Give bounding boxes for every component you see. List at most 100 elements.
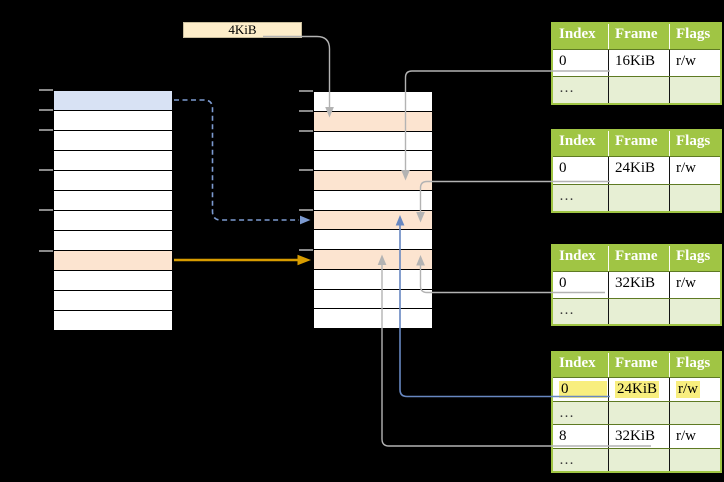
- address-tick: [299, 129, 313, 132]
- physical-frame-row-10: [314, 289, 432, 310]
- pt-cell-value: …: [559, 80, 574, 96]
- address-tick: [39, 249, 53, 252]
- pt-entry-row: …: [553, 400, 720, 424]
- pt-entry-row: 0 24KiB r/w: [553, 377, 720, 401]
- virtual-page-row-7: [54, 231, 172, 251]
- physical-frame-row-0: [314, 92, 432, 112]
- pt-entry-row: …: [553, 297, 720, 325]
- pt-cell: [670, 185, 720, 212]
- pt-header-cell: Index: [553, 131, 609, 156]
- pt-cell-value: r/w: [676, 53, 696, 69]
- pt-cell-value: 0: [559, 275, 567, 291]
- address-tick: [299, 109, 313, 112]
- pt-cell-value: 32KiB: [615, 428, 656, 444]
- pt-cell-value: 0: [559, 53, 567, 69]
- virtual-page-row-1: [54, 111, 172, 131]
- virtual-page-dashed-line: [174, 99, 299, 221]
- pt-cell: [670, 449, 720, 472]
- pt-cell: [670, 77, 720, 103]
- pt-cell: 0: [553, 50, 609, 76]
- pt-cell: [609, 77, 670, 103]
- virtual-memory-table: [53, 90, 173, 331]
- virtual-page-row-9: [54, 271, 172, 291]
- pt-entry-row: …: [553, 76, 720, 103]
- page-size-label: 4KiB: [183, 22, 302, 38]
- pt-cell-value: r/w: [676, 160, 696, 176]
- pt-header-cell: Index: [553, 353, 609, 377]
- physical-frame-row-2: [314, 131, 432, 152]
- pt-entry-row: 0 16KiB r/w: [553, 49, 720, 76]
- pt-cell: r/w: [670, 378, 720, 401]
- address-tick: [299, 90, 313, 92]
- pt-cell-value-highlighted: 24KiB: [615, 381, 660, 398]
- physical-frame-row-3: [314, 151, 432, 171]
- pt-cell: 0: [553, 378, 609, 401]
- pt-cell-value: 8: [559, 428, 567, 444]
- pt-cell: [609, 184, 670, 211]
- pt-entry-row: 0 24KiB r/w: [553, 156, 720, 184]
- pt-header-cell: Frame: [609, 246, 670, 271]
- pt-cell-value-highlighted: r/w: [676, 381, 700, 398]
- pt-header-cell: Frame: [609, 24, 670, 49]
- pt-cell-value: …: [559, 404, 574, 421]
- pt-header-cell: Frame: [609, 353, 670, 377]
- pt-cell: 8: [553, 425, 609, 448]
- address-tick: [39, 169, 53, 172]
- pt-cell: 32KiB: [609, 272, 670, 298]
- arrowhead-right-icon: [297, 254, 311, 266]
- physical-frame-row-4: [314, 171, 432, 191]
- pt-cell: 24KiB: [609, 157, 670, 184]
- pt-header-cell: Index: [553, 246, 609, 271]
- pt-cell: [670, 299, 720, 325]
- address-tick: [299, 248, 313, 251]
- physical-frame-row-5: [314, 190, 432, 211]
- virtual-page-row-6: [54, 211, 172, 231]
- physical-frame-row-6: [314, 210, 432, 231]
- arrowhead-right-icon: [300, 215, 311, 225]
- virtual-page-row-3: [54, 151, 172, 171]
- physical-frame-row-8: [314, 250, 432, 270]
- pt-cell: …: [553, 77, 609, 103]
- pt-cell: r/w: [670, 425, 720, 448]
- virtual-page-row-8: [54, 251, 172, 271]
- pt-cell-value: …: [559, 187, 574, 204]
- pt-entry-row: …: [553, 183, 720, 212]
- pt-cell: …: [553, 184, 609, 211]
- pt-cell: 0: [553, 272, 609, 298]
- pt-cell: [609, 448, 670, 471]
- pt-cell-value: r/w: [676, 275, 696, 291]
- pt-header-cell: Flags: [676, 133, 711, 149]
- pt-cell: 16KiB: [609, 50, 670, 76]
- pt-cell: [609, 401, 670, 424]
- pt-cell-value: 0: [559, 160, 567, 176]
- physical-frame-row-7: [314, 230, 432, 250]
- pt-cell: 32KiB: [609, 425, 670, 448]
- virtual-page-row-2: [54, 131, 172, 151]
- virtual-page-row-5: [54, 191, 172, 211]
- pt-header-cell: Flags: [676, 248, 711, 264]
- address-tick: [39, 109, 53, 112]
- pt-header-cell: Flags: [676, 355, 711, 371]
- address-tick: [39, 89, 53, 91]
- physical-frame-row-1: [314, 111, 432, 132]
- address-tick: [39, 129, 53, 132]
- physical-frame-row-11: [314, 309, 432, 328]
- address-tick: [299, 208, 313, 211]
- physical-memory-table: [313, 91, 433, 329]
- pt-cell: …: [553, 298, 609, 324]
- pt-cell-value-highlighted: 0: [559, 381, 607, 398]
- pt-cell: 0: [553, 157, 609, 184]
- virtual-page-row-4: [54, 171, 172, 191]
- pt-cell: 24KiB: [609, 378, 670, 401]
- pt-cell: …: [553, 448, 609, 471]
- address-tick: [39, 209, 53, 212]
- pt-entry-row: …: [553, 447, 720, 472]
- pt-cell: r/w: [670, 157, 720, 184]
